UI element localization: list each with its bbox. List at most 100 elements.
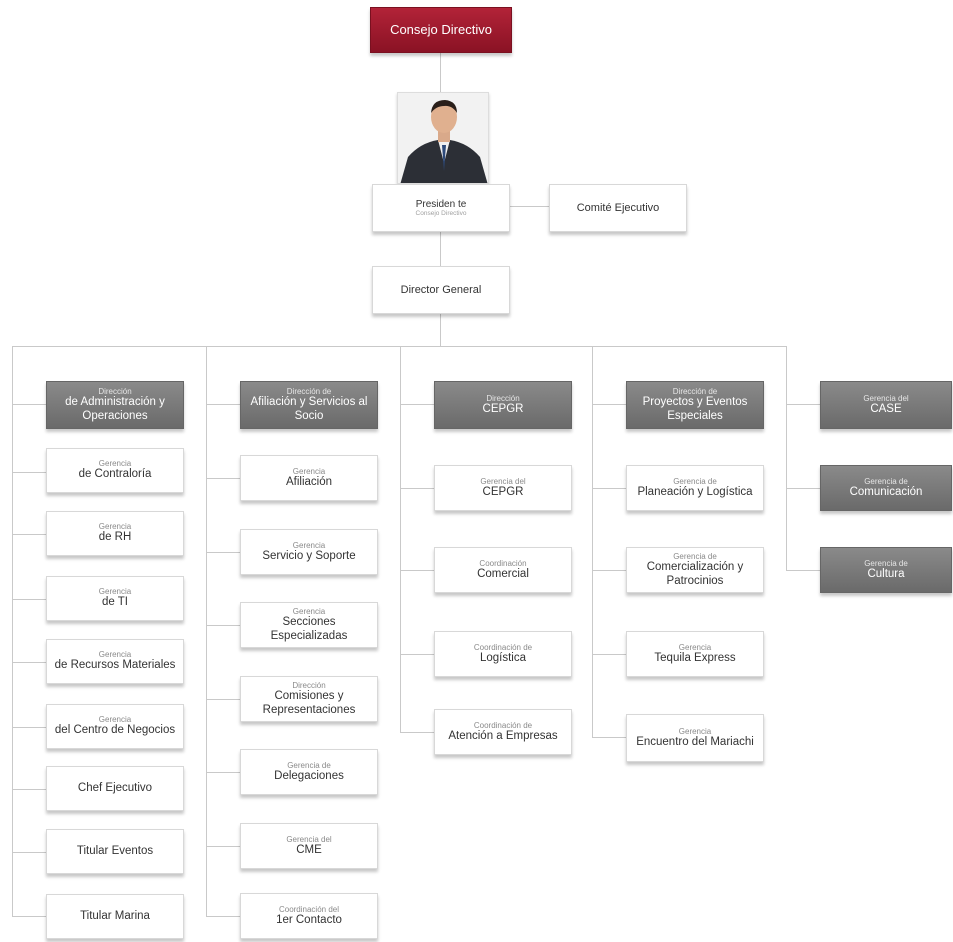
box-line-bottom: Afiliación: [285, 475, 333, 488]
gerencia-rh-box: Gerencia de RH: [46, 511, 184, 556]
branch-line: [206, 478, 240, 479]
direccion-cepgr-box: Dirección CEPGR: [434, 381, 572, 429]
box-line-bottom: Chef Ejecutivo: [77, 781, 153, 794]
director-general-box: Director General: [372, 266, 510, 314]
gerencia-encuentro-mariachi-box: Gerencia Encuentro del Mariachi: [626, 714, 764, 762]
box-line-bottom: CME: [296, 843, 322, 856]
box-line-bottom: de Contraloría: [78, 468, 152, 481]
gerencia-planeacion-box: Gerencia de Planeación y Logística: [626, 465, 764, 511]
coordinacion-primer-contacto-box: Coordinación del 1er Contacto: [240, 893, 378, 939]
box-line-top: Gerencia de: [673, 476, 717, 486]
chef-ejecutivo-box: Chef Ejecutivo: [46, 766, 184, 811]
box-line-bottom: Comercialización y Patrocinios: [646, 561, 744, 587]
gerencia-centro-negocios-box: Gerencia del Centro de Negocios: [46, 704, 184, 749]
box-line-top: Dirección: [292, 681, 326, 691]
presidente-title: Presiden te: [415, 198, 467, 210]
box-line-top: Coordinación del: [278, 904, 340, 914]
branch-line: [400, 654, 434, 655]
box-line-top: Gerencia del: [480, 476, 526, 486]
branch-line: [12, 789, 46, 790]
box-line-bottom: de Recursos Materiales: [54, 659, 176, 672]
box-line-top: Dirección: [486, 393, 520, 403]
box-line-top: Gerencia: [292, 540, 326, 550]
gerencia-comercializacion-box: Gerencia de Comercialización y Patrocini…: [626, 547, 764, 593]
box-line-top: Gerencia de: [673, 552, 717, 562]
box-line-top: Gerencia de: [287, 760, 331, 770]
branch-line: [400, 488, 434, 489]
branch-line: [12, 852, 46, 853]
branch-line: [12, 662, 46, 663]
president-portrait-icon: [398, 93, 488, 183]
branch-line: [12, 599, 46, 600]
director-general-label: Director General: [400, 283, 482, 296]
box-line-bottom: CEPGR: [482, 402, 524, 415]
branch-line: [592, 654, 626, 655]
gerencia-comunicacion-box: Gerencia de Comunicación: [820, 465, 952, 511]
direccion-comisiones-box: Dirección Comisiones y Representaciones: [240, 676, 378, 722]
branch-line: [592, 570, 626, 571]
branch-line: [592, 737, 626, 738]
branch-line: [400, 404, 434, 405]
titular-eventos-box: Titular Eventos: [46, 829, 184, 874]
branch-line: [592, 488, 626, 489]
box-line-bottom: del Centro de Negocios: [54, 724, 176, 737]
box-line-bottom: Titular Marina: [80, 909, 150, 922]
box-line-bottom: CEPGR: [482, 485, 524, 498]
box-line-bottom: Comisiones y Representaciones: [262, 690, 356, 716]
branch-line: [12, 404, 46, 405]
branch-line: [206, 916, 240, 917]
box-line-bottom: Comercial: [477, 567, 529, 580]
box-line-top: Gerencia: [678, 726, 712, 736]
gerencia-case-box: Gerencia del CASE: [820, 381, 952, 429]
branch-line: [786, 570, 820, 571]
comite-ejecutivo-label: Comité Ejecutivo: [576, 201, 660, 214]
gerencia-secciones-box: Gerencia Secciones Especializadas: [240, 602, 378, 648]
branch-line: [206, 772, 240, 773]
connector-line: [440, 314, 441, 347]
box-line-bottom: Proyectos y Eventos Especiales: [642, 396, 748, 422]
coordinacion-comercial-box: Coordinación Comercial: [434, 547, 572, 593]
branch-line: [400, 732, 434, 733]
presidente-subtitle: Consejo Directivo: [415, 210, 467, 218]
branch-line: [592, 404, 626, 405]
direccion-proyectos-box: Dirección de Proyectos y Eventos Especia…: [626, 381, 764, 429]
box-line-top: Dirección de: [286, 387, 332, 397]
titular-marina-box: Titular Marina: [46, 894, 184, 939]
box-line-top: Gerencia de: [864, 476, 908, 486]
gerencia-cultura-box: Gerencia de Cultura: [820, 547, 952, 593]
box-line-bottom: Atención a Empresas: [448, 729, 558, 742]
box-line-top: Dirección: [98, 387, 132, 397]
consejo-directivo-label: Consejo Directivo: [390, 21, 492, 37]
direccion-administracion-box: Dirección de Administración y Operacione…: [46, 381, 184, 429]
coordinacion-logistica-box: Coordinación de Logística: [434, 631, 572, 677]
box-line-bottom: Planeación y Logística: [637, 485, 753, 498]
president-photo: [397, 92, 489, 184]
box-line-top: Coordinación de: [473, 720, 533, 730]
branch-line: [206, 699, 240, 700]
column-spine: [592, 346, 593, 738]
gerencia-contraloria-box: Gerencia de Contraloría: [46, 448, 184, 493]
box-line-bottom: Delegaciones: [274, 769, 344, 782]
box-line-top: Gerencia: [98, 715, 132, 725]
branch-line: [786, 404, 820, 405]
direccion-afiliacion-box: Dirección de Afiliación y Servicios al S…: [240, 381, 378, 429]
box-line-bottom: Logística: [479, 651, 527, 664]
presidente-box: Presiden te Consejo Directivo: [372, 184, 510, 232]
box-line-top: Gerencia del: [286, 834, 332, 844]
column-spine: [12, 346, 13, 917]
branch-line: [12, 916, 46, 917]
box-line-bottom: Afiliación y Servicios al Socio: [250, 396, 368, 422]
box-line-top: Gerencia: [98, 587, 132, 597]
box-line-top: Gerencia: [98, 522, 132, 532]
connector-line: [440, 53, 441, 93]
gerencia-tequila-express-box: Gerencia Tequila Express: [626, 631, 764, 677]
gerencia-cepgr-box: Gerencia del CEPGR: [434, 465, 572, 511]
box-line-bottom: de TI: [102, 596, 128, 609]
box-line-bottom: CASE: [870, 402, 902, 415]
gerencia-cme-box: Gerencia del CME: [240, 823, 378, 869]
box-line-top: Gerencia del: [863, 393, 909, 403]
branch-line: [12, 472, 46, 473]
branch-line: [12, 727, 46, 728]
box-line-top: Coordinación: [479, 558, 527, 568]
box-line-top: Coordinación de: [473, 642, 533, 652]
